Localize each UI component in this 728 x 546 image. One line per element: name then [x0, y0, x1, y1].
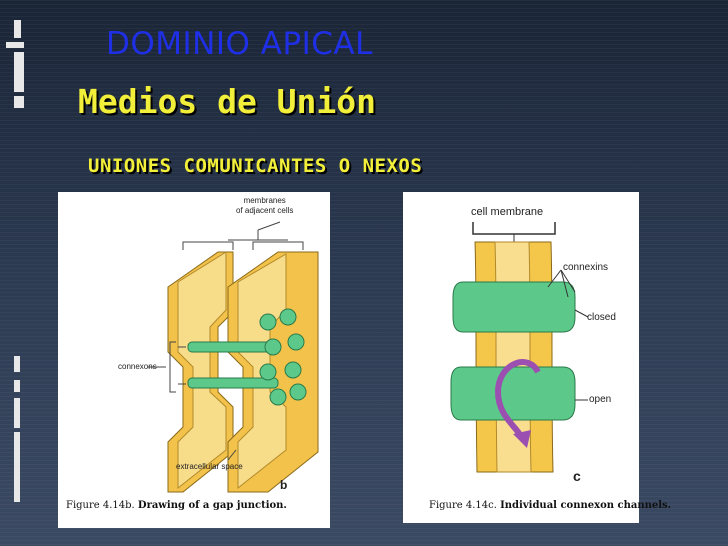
gap-junction-drawing	[148, 221, 319, 493]
label-membranes: membranes of adjacent cells	[236, 196, 294, 215]
label-connexins: connexins	[563, 262, 609, 273]
caption-c-text: Individual connexon channels.	[500, 500, 672, 511]
caption-b-prefix: Figure 4.14b.	[66, 500, 135, 511]
caption-c-prefix: Figure 4.14c.	[429, 500, 497, 511]
slide-subtitle: UNIONES COMUNICANTES O NEXOS	[88, 155, 423, 177]
figure-gap-junction: membranes of adjacent cells connexons ex…	[58, 192, 330, 528]
figure-connexon-channels: cell membrane connexins closed open c Fi…	[403, 192, 671, 523]
slide-heading: DOMINIO APICAL	[106, 26, 373, 62]
label-extracellular-space: extracellular space	[176, 462, 243, 471]
panel-letter-b: b	[280, 478, 288, 492]
label-connexons: connexons	[118, 362, 157, 371]
panel-letter-c: c	[573, 468, 581, 484]
caption-b-text: Drawing of a gap junction.	[137, 500, 287, 511]
slide-title: Medios de Unión	[78, 82, 377, 121]
label-open: open	[589, 394, 612, 405]
connexon-channels-drawing	[450, 222, 589, 473]
label-cell-membrane: cell membrane	[471, 206, 544, 218]
label-closed: closed	[587, 312, 616, 323]
left-decorative-bar	[0, 0, 26, 546]
caption-figure-c: Figure 4.14c. Individual connexon channe…	[429, 500, 671, 511]
caption-figure-b: Figure 4.14b. Drawing of a gap junction.	[66, 500, 287, 511]
